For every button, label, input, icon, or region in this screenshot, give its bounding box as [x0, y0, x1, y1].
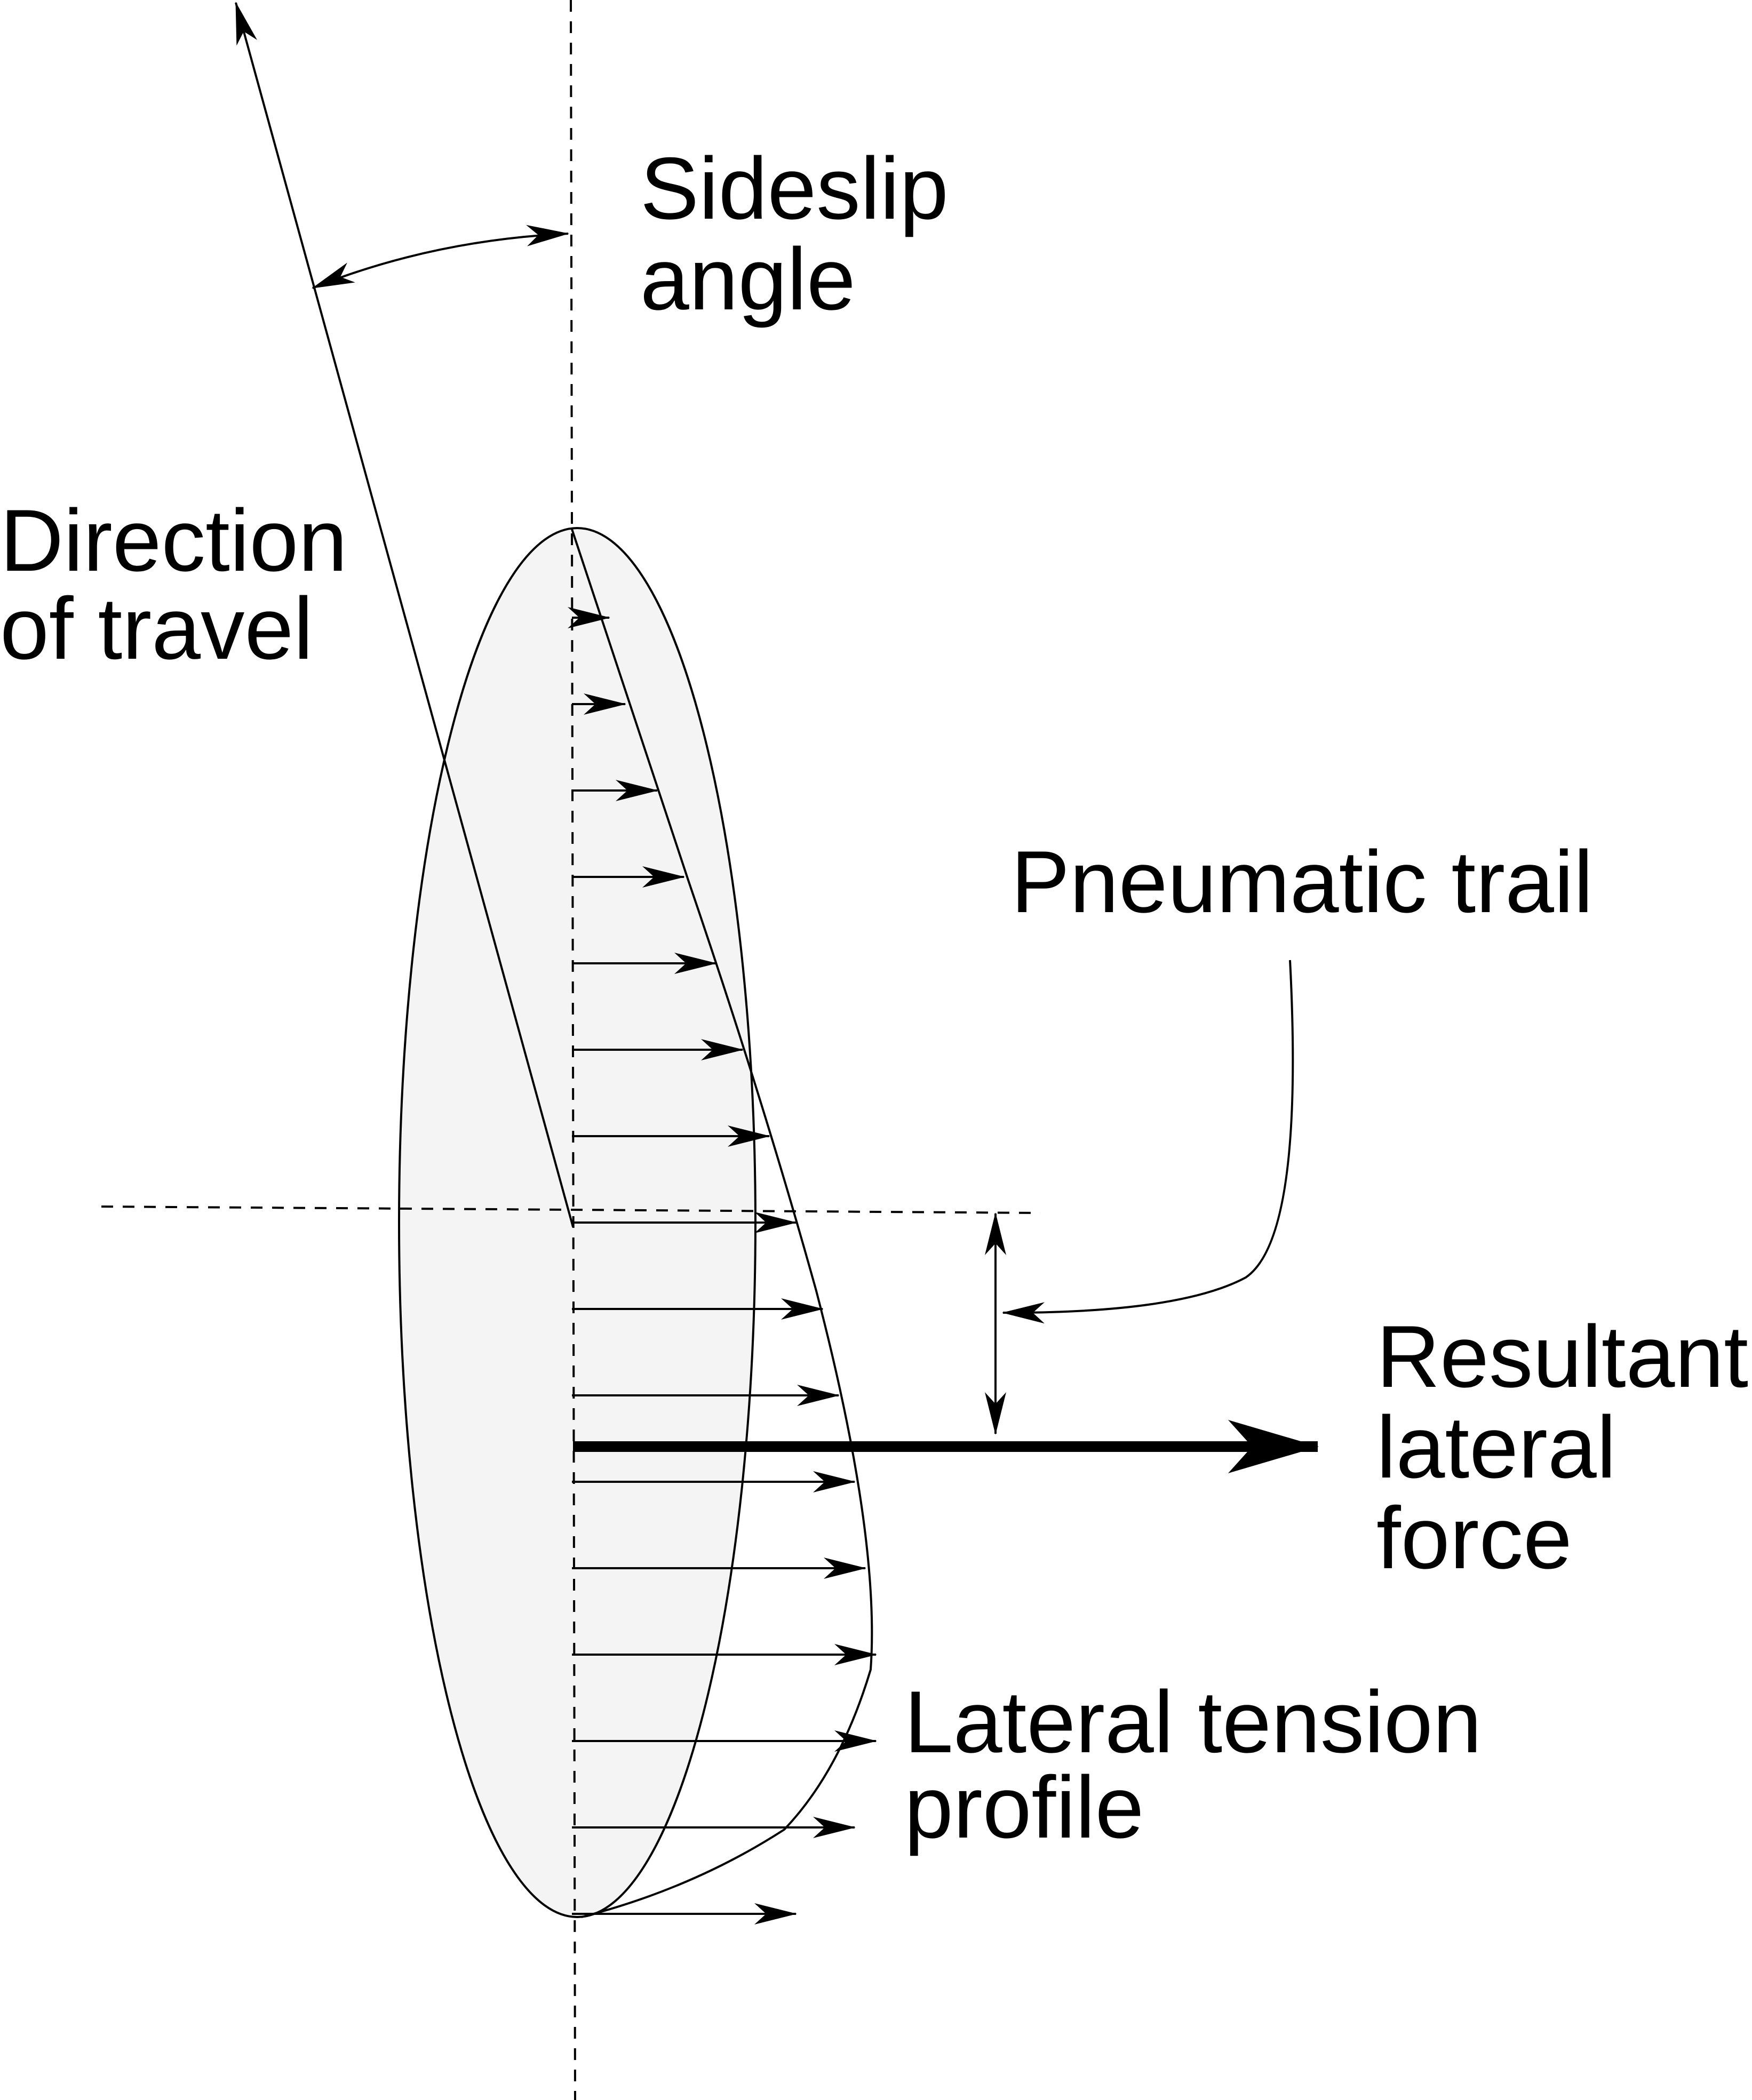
tension-vectors [568, 607, 877, 1925]
tension-profile-curve [571, 529, 873, 1918]
direction-of-travel-arrow [235, 2, 574, 1227]
resultant-lateral-force-label: Resultant lateral force [1376, 1307, 1752, 1587]
contact-center-line [101, 1205, 1041, 1214]
sideslip-angle-arc [312, 225, 569, 289]
sideslip-angle-label: Sideslip angle [640, 139, 973, 328]
pneumatic-trail-label: Pneumatic trail [1011, 833, 1593, 931]
pneumatic-trail-leader [1002, 960, 1294, 1324]
direction-of-travel-label: Direction of travel [0, 491, 372, 677]
lateral-tension-profile-label: Lateral tension profile [904, 1673, 1506, 1856]
